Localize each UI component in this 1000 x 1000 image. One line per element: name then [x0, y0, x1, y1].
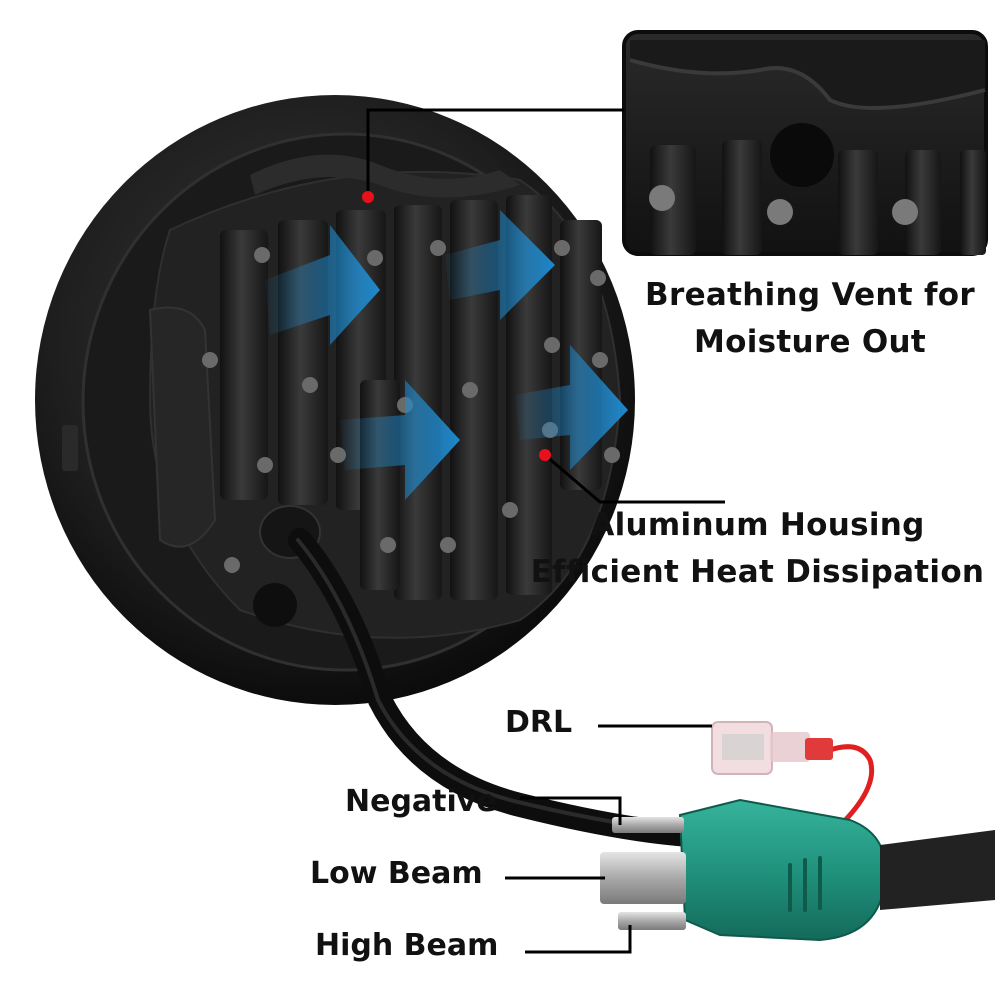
breathing-vent-membrane	[770, 123, 834, 187]
vent-callout: Breathing Vent for Moisture Out	[640, 272, 980, 365]
mount-hole	[253, 583, 297, 627]
housing-marker	[539, 449, 551, 461]
callout-leaders	[362, 108, 725, 504]
low-beam-label: Low Beam	[310, 856, 483, 891]
drl-label: DRL	[505, 705, 573, 740]
housing-callout-line1: Aluminum Housing	[590, 507, 925, 543]
housing-callout-line2: Efficient Heat Dissipation	[530, 553, 985, 590]
vent-callout-line2: Moisture Out	[693, 323, 927, 360]
vent-closeup-inset	[622, 30, 988, 256]
h4-connector	[600, 721, 995, 942]
housing-callout: Aluminum Housing Efficient Heat Dissipat…	[520, 502, 995, 595]
high-beam-pin	[618, 912, 686, 930]
airflow-arrows	[265, 210, 628, 500]
low-beam-pin	[600, 852, 686, 904]
drl-red-wire	[828, 744, 875, 837]
housing-clip	[62, 425, 78, 471]
vent-marker	[362, 191, 374, 203]
drl-terminal	[711, 721, 833, 775]
wiring-leaders	[505, 724, 712, 954]
negative-label: Negative	[345, 784, 497, 819]
vent-callout-line1: Breathing Vent for	[645, 277, 975, 313]
vent-ridge	[250, 154, 520, 198]
high-beam-label: High Beam	[315, 928, 499, 963]
negative-pin	[612, 817, 684, 833]
